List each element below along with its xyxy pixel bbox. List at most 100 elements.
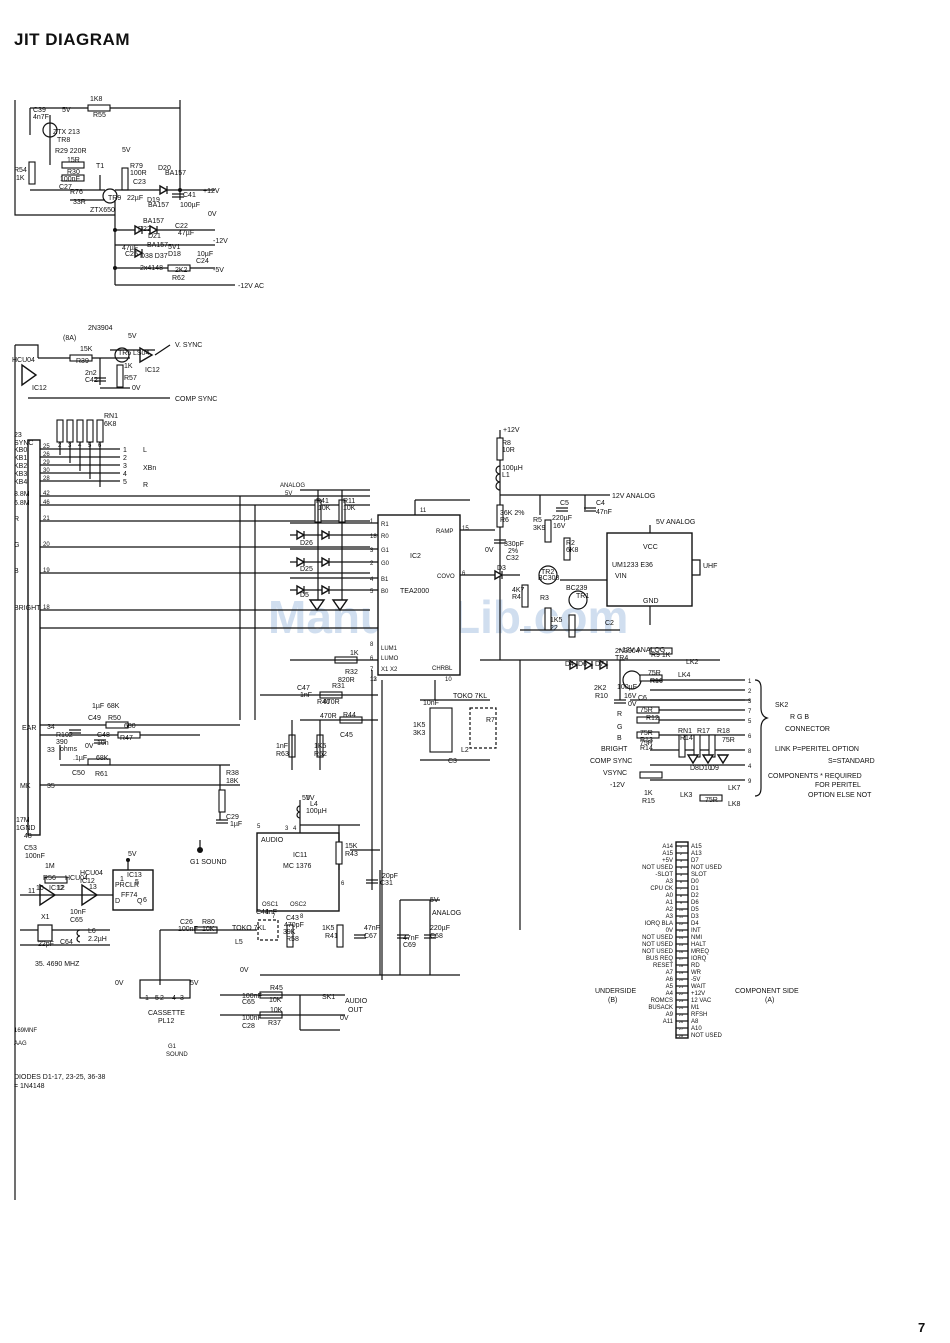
left-bus-signal: R bbox=[14, 516, 19, 523]
ic11-audio: AUDIO bbox=[261, 837, 284, 844]
clock-part-label: HCU04 bbox=[80, 870, 103, 877]
modulator-part: UM1233 E36 bbox=[612, 562, 653, 569]
edge-pin-left: ROMCS bbox=[651, 998, 673, 1004]
resistor bbox=[496, 437, 504, 461]
audio-part-label: C68 bbox=[430, 933, 443, 940]
clock-part-label: FF74 bbox=[121, 892, 137, 899]
video-part-label: 1nF bbox=[300, 692, 312, 699]
supply-part-label: 2K2 bbox=[175, 267, 188, 274]
ic11-part: MC 1376 bbox=[283, 863, 312, 870]
ear-part-label: ohms bbox=[60, 746, 78, 753]
diode bbox=[296, 584, 306, 596]
supply-part-label: 22µF bbox=[127, 195, 143, 202]
note-text: = 1N4148 bbox=[14, 1083, 45, 1090]
supply-part-label: 1K8 bbox=[90, 96, 103, 103]
supply-part-label: ZTX 213 bbox=[53, 129, 80, 136]
supply-part-label: 1K bbox=[16, 175, 25, 182]
resistor bbox=[56, 419, 64, 443]
diode bbox=[321, 529, 331, 541]
ear-part-label: 35 bbox=[47, 783, 55, 790]
power-label: 5V bbox=[285, 491, 292, 497]
resistor bbox=[96, 419, 104, 443]
rf-part-label: 47nF bbox=[596, 509, 612, 516]
component-note: COMPONENTS * REQUIRED bbox=[768, 773, 862, 780]
resistor bbox=[121, 167, 129, 191]
resistor bbox=[61, 161, 85, 169]
video-part-label: C47 bbox=[297, 685, 310, 692]
power-label: +12V bbox=[203, 188, 220, 195]
diode bbox=[159, 184, 169, 196]
video-part-label: R41 bbox=[316, 498, 329, 505]
note-text: AAG bbox=[14, 1041, 27, 1047]
rgb-part-label: R17 bbox=[697, 728, 710, 735]
ear-part-label: C48 bbox=[97, 732, 110, 739]
rf-part-label: R6 bbox=[500, 517, 509, 524]
junction-dot bbox=[126, 858, 130, 862]
ic2-pin-name: B1 bbox=[381, 577, 389, 583]
supply-part-label: 100µF bbox=[180, 202, 200, 209]
audio-part-label: TOKO 7KL bbox=[232, 925, 266, 932]
left-bus-signal: G bbox=[14, 542, 19, 549]
rgb-part-label: D4 bbox=[565, 661, 574, 668]
resistor bbox=[116, 364, 124, 388]
edge-pin-number: 26 bbox=[679, 1019, 684, 1024]
power-label: 0V bbox=[485, 547, 494, 554]
rf-part-label: C32 bbox=[506, 555, 519, 562]
video-part-label: 470R bbox=[323, 699, 340, 706]
clock-part-label: 48 bbox=[24, 833, 32, 840]
edge-pin-number: 14 bbox=[679, 935, 684, 940]
left-bus-signal: KB0 bbox=[14, 447, 27, 454]
ic2-part: TEA2000 bbox=[400, 588, 429, 595]
edge-pin-right: M1 bbox=[691, 1005, 700, 1011]
diode bbox=[584, 659, 594, 671]
audio-part-label: 5V bbox=[302, 795, 311, 802]
video-part-label: 10nF bbox=[423, 700, 439, 707]
edge-pin-number: 21 bbox=[679, 984, 684, 989]
note-text: DIODES D1-17, 23-25, 36-38 bbox=[14, 1074, 106, 1081]
power-label: 5V bbox=[62, 107, 71, 114]
audio-part-label: C31 bbox=[380, 880, 393, 887]
left-bus-signal: 6.8M bbox=[14, 500, 30, 507]
rgb-part-label: D9 bbox=[710, 765, 719, 772]
video-part-label: R62 bbox=[314, 751, 327, 758]
edge-pin-right: A13 bbox=[691, 851, 702, 857]
video-part-label: D5 bbox=[300, 592, 309, 599]
sync-part-label: TR5 bbox=[118, 350, 131, 357]
rf-part-label: L1 bbox=[502, 472, 510, 479]
sync-part-label: R57 bbox=[124, 375, 137, 382]
ic2-pin-number: 12 bbox=[370, 677, 377, 683]
edge-pin-right: +12V bbox=[691, 991, 705, 997]
power-label: 5V bbox=[122, 147, 131, 154]
audio-part-label: 0V bbox=[340, 1015, 349, 1022]
component-note: OPTION ELSE NOT bbox=[808, 792, 872, 799]
modulator-pin: VIN bbox=[615, 573, 627, 580]
rgb-part-label: R13 bbox=[640, 737, 653, 744]
audio-part-label: 20pF bbox=[382, 873, 398, 880]
audio-part-label: OUT bbox=[348, 1007, 364, 1014]
rgb-part-label: R12 bbox=[646, 715, 659, 722]
supply-part-label: R30 bbox=[67, 169, 80, 176]
resistor bbox=[66, 419, 74, 443]
supply-part-label: T1 bbox=[96, 163, 104, 170]
clock-part-label: IC12 bbox=[49, 885, 64, 892]
ear-part-label: 680 bbox=[124, 723, 136, 730]
left-bus-signal: SYNC bbox=[14, 440, 33, 447]
rf-part-label: C2 bbox=[605, 620, 614, 627]
modulator-output: UHF bbox=[703, 563, 717, 570]
edge-pin-left: BUS REQ bbox=[646, 956, 673, 962]
rn-value: 6K8 bbox=[104, 421, 117, 428]
video-part-label: R31 bbox=[332, 683, 345, 690]
edge-pin-left: A3 bbox=[666, 879, 674, 885]
ic2-pin-number: 18 bbox=[370, 534, 377, 540]
ic2-chip bbox=[377, 514, 461, 676]
sync-part-label: C42 bbox=[85, 377, 98, 384]
power-label: 0V bbox=[132, 385, 141, 392]
ear-part-label: 0V bbox=[85, 743, 94, 750]
clock-part-label: 10nF bbox=[70, 909, 86, 916]
edge-pin-number: 10 bbox=[679, 907, 684, 912]
inductor bbox=[495, 465, 501, 491]
supply-part-label: 2x4148 bbox=[140, 265, 163, 272]
resistor bbox=[86, 419, 94, 443]
sk2-pin: 9 bbox=[748, 779, 752, 785]
audio-part-label: R45 bbox=[270, 985, 283, 992]
